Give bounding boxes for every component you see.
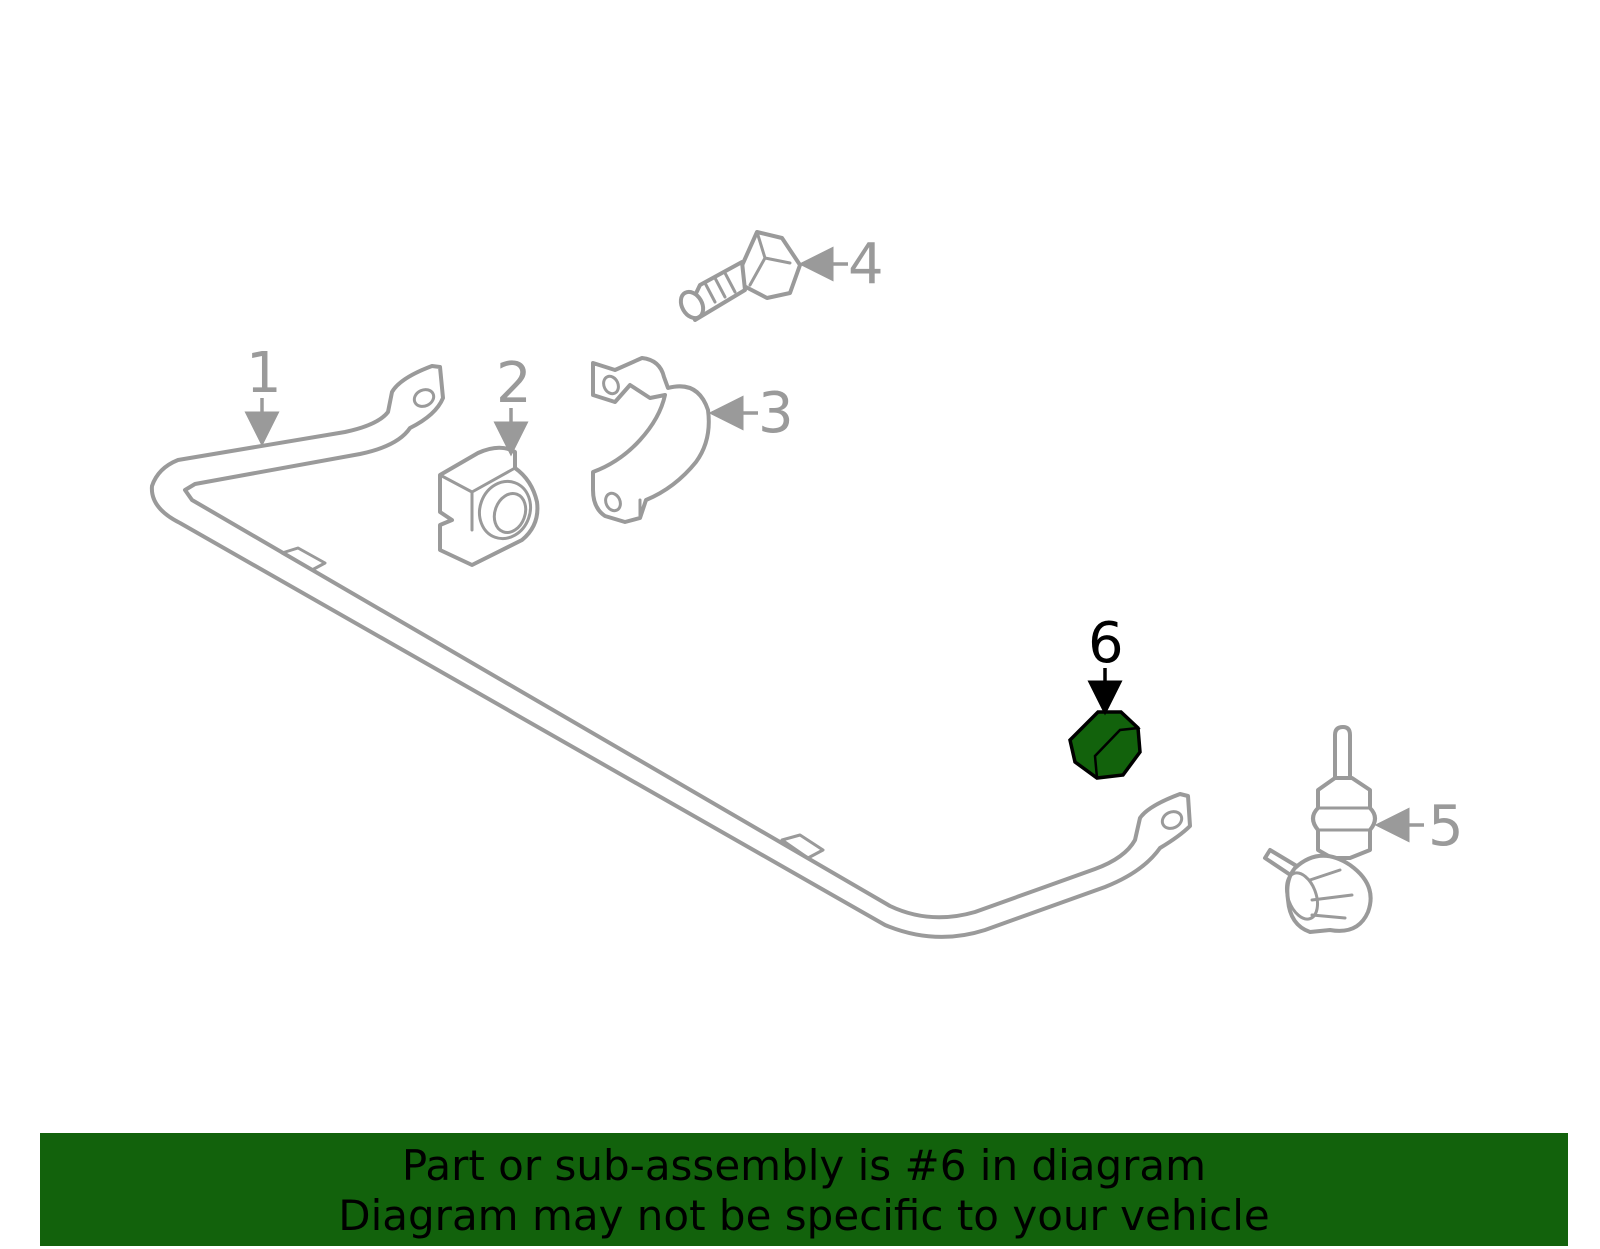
callout-6[interactable]: 6 <box>1088 611 1124 676</box>
callout-2[interactable]: 2 <box>496 351 532 416</box>
stabilizer-bar-part[interactable] <box>149 364 1192 939</box>
bushing-part[interactable] <box>438 445 540 567</box>
banner-line-disclaimer: Diagram may not be specific to your vehi… <box>338 1191 1270 1240</box>
callout-5[interactable]: 5 <box>1428 794 1464 859</box>
bracket-clamp-part[interactable] <box>591 356 711 524</box>
callout-1[interactable]: 1 <box>246 341 282 406</box>
bolt-part[interactable] <box>676 230 802 322</box>
callout-4[interactable]: 4 <box>848 232 884 297</box>
callout-3[interactable]: 3 <box>758 381 794 446</box>
banner-line-part-number: Part or sub-assembly is #6 in diagram <box>401 1141 1207 1190</box>
stabilizer-link-part[interactable] <box>1263 725 1377 934</box>
nut-part[interactable] <box>1068 710 1142 780</box>
info-banner: Part or sub-assembly is #6 in diagram Di… <box>40 1133 1568 1246</box>
